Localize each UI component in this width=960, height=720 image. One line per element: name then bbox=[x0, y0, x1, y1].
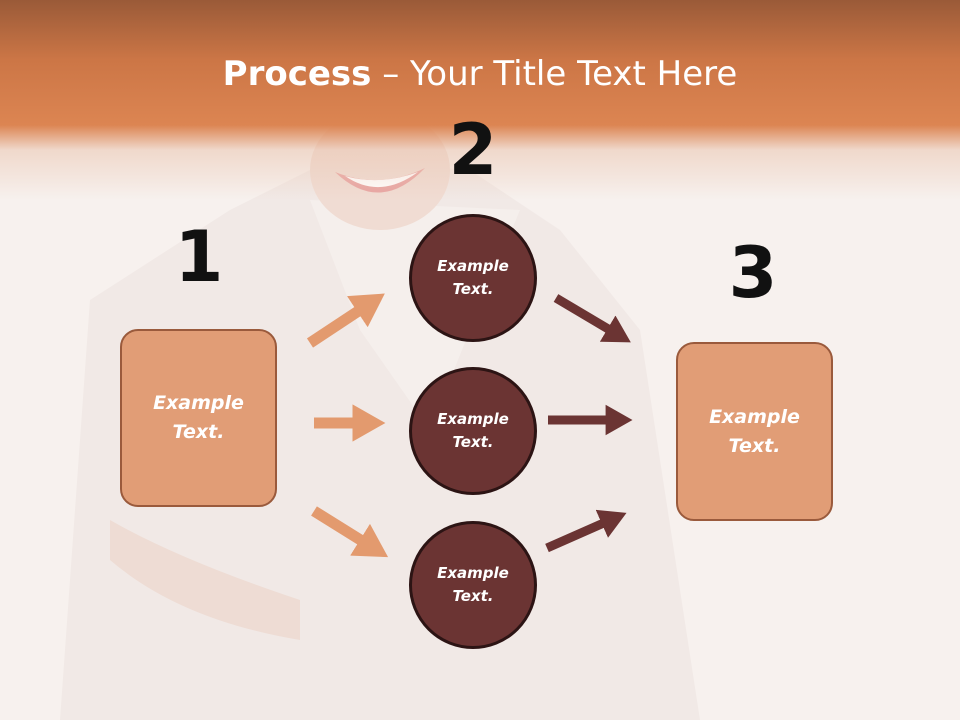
step-2-circle-bottom-label: Example Text. bbox=[437, 564, 509, 605]
step-1-number: 1 bbox=[174, 216, 224, 298]
arrow-2c-to-3 bbox=[545, 509, 627, 553]
step-3-number: 3 bbox=[728, 232, 778, 314]
title-bold: Process bbox=[222, 54, 372, 94]
arrow-1-to-2a bbox=[306, 293, 385, 348]
slide-title: Process – Your Title Text Here bbox=[0, 52, 960, 96]
step-2-circle-top-label: Example Text. bbox=[437, 257, 509, 298]
step-2-number: 2 bbox=[448, 109, 498, 191]
arrow-1-to-2c bbox=[311, 506, 389, 558]
step-2-circle-top: Example Text. bbox=[409, 214, 537, 342]
step-1-box: Example Text. bbox=[120, 329, 277, 507]
title-separator: – bbox=[371, 54, 411, 94]
arrow-2a-to-3 bbox=[553, 294, 631, 343]
title-text: Your Title Text Here bbox=[410, 54, 738, 94]
step-2-circle-bottom: Example Text. bbox=[409, 521, 537, 649]
step-2-circle-middle-label: Example Text. bbox=[437, 410, 509, 451]
step-3-label: Example Text. bbox=[709, 405, 800, 457]
header-band bbox=[0, 0, 960, 200]
step-1-label: Example Text. bbox=[153, 392, 244, 443]
step-2-circle-middle: Example Text. bbox=[409, 367, 537, 495]
step-3-box: Example Text. bbox=[676, 342, 833, 521]
